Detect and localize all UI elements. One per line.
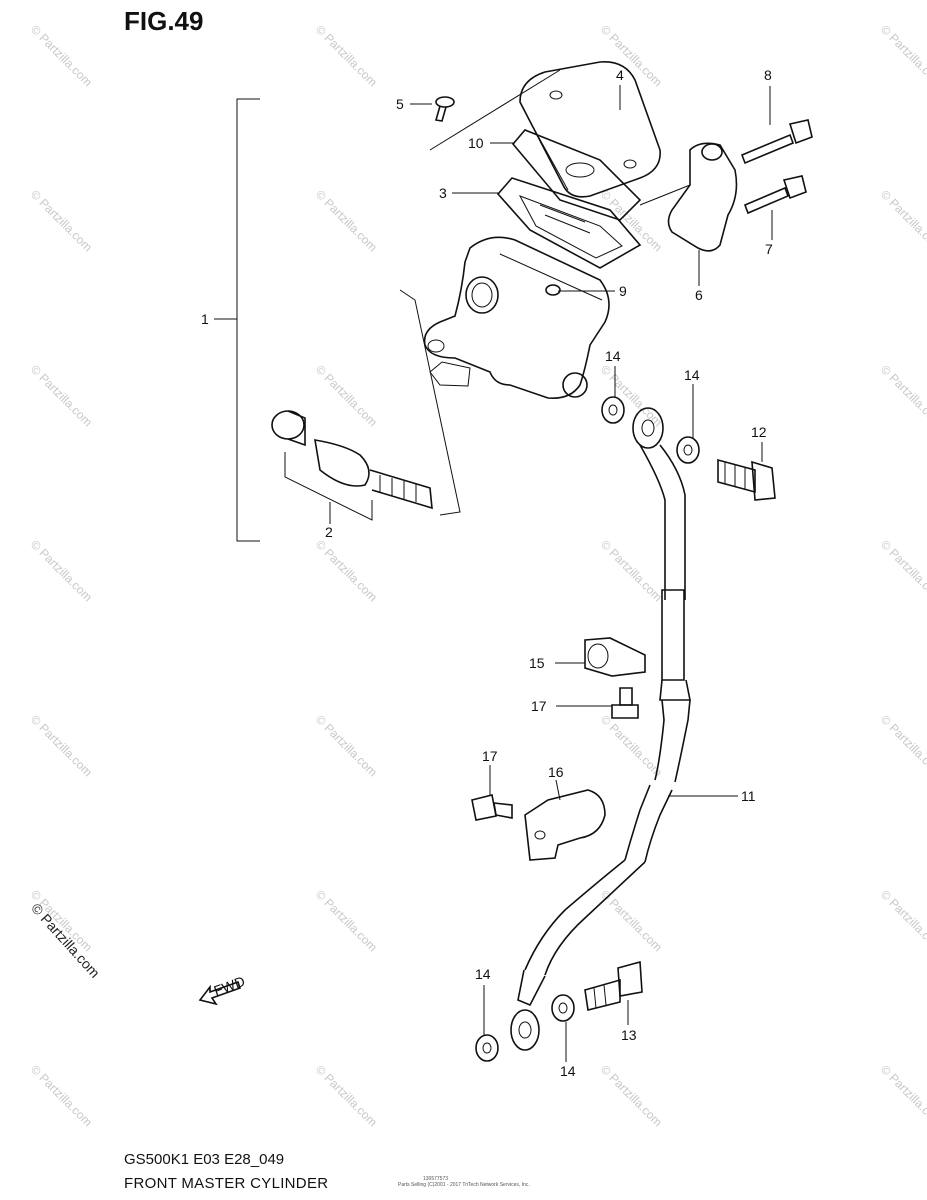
callout-7: 7 xyxy=(765,241,773,257)
callout-17-right: 17 xyxy=(531,698,547,714)
watermark-text-2-2: © Partzilla.com xyxy=(598,362,665,429)
callout-12: 12 xyxy=(751,424,767,440)
clamp-bolt-17-left xyxy=(471,794,513,821)
callout-3: 3 xyxy=(439,185,447,201)
watermark-text-1-1: © Partzilla.com xyxy=(313,187,380,254)
assembly-outline xyxy=(399,69,561,516)
watermark-text-2-0: © Partzilla.com xyxy=(598,22,665,89)
piston-kit xyxy=(271,410,433,521)
watermark-text-3-2: © Partzilla.com xyxy=(878,362,927,429)
watermark-text-0-3: © Partzilla.com xyxy=(28,537,95,604)
assembly-name: FRONT MASTER CYLINDER xyxy=(124,1175,329,1192)
callout-2: 2 xyxy=(325,524,333,540)
washer-lower-right xyxy=(551,994,575,1022)
washer-upper-left xyxy=(601,396,625,424)
watermark-text-0-2: © Partzilla.com xyxy=(28,362,95,429)
callout-9: 9 xyxy=(619,283,627,299)
clamp-bolt-upper xyxy=(740,119,813,165)
watermark-text-1-3: © Partzilla.com xyxy=(313,537,380,604)
callout-17-left: 17 xyxy=(482,748,498,764)
watermark-text-3-4: © Partzilla.com xyxy=(878,712,927,779)
watermark-layer: © Partzilla.com © Partzilla.com © Partzill… xyxy=(28,22,927,1129)
callout-10: 10 xyxy=(468,135,484,151)
watermark-text-2-6: © Partzilla.com xyxy=(598,1062,665,1129)
watermark-text-1-4: © Partzilla.com xyxy=(313,712,380,779)
figure-title: FIG.49 xyxy=(124,6,204,36)
brake-hose xyxy=(510,444,691,1051)
diaphragm-plate xyxy=(511,129,642,221)
watermark-text-1-2: © Partzilla.com xyxy=(313,362,380,429)
watermark-text-3-6: © Partzilla.com xyxy=(878,1062,927,1129)
cap-screw xyxy=(434,96,455,122)
watermark-text-2-1: © Partzilla.com xyxy=(598,187,665,254)
callout-14-upper-left: 14 xyxy=(605,348,621,364)
watermark-text-0-0: © Partzilla.com xyxy=(28,22,95,89)
callout-14-upper-right: 14 xyxy=(684,367,700,383)
copyright-line: Parts Selling (C)2001 - 2017 TriTech Net… xyxy=(398,1182,530,1188)
bleed-fitting xyxy=(545,284,561,296)
hose-clamp-upper xyxy=(584,637,646,677)
watermark-text-3-5: © Partzilla.com xyxy=(878,887,927,954)
callout-16: 16 xyxy=(548,764,564,780)
hose-clamp-lower xyxy=(524,789,606,861)
watermark-text-3-1: © Partzilla.com xyxy=(878,187,927,254)
callout-4: 4 xyxy=(616,67,624,83)
handlebar-clamp xyxy=(639,142,738,252)
watermark-text-0-4: © Partzilla.com xyxy=(28,712,95,779)
callout-1: 1 xyxy=(201,311,209,327)
banjo-fitting-upper xyxy=(632,407,664,449)
watermark-text-0-6: © Partzilla.com xyxy=(28,1062,95,1129)
callout-15: 15 xyxy=(529,655,545,671)
model-code: GS500K1 E03 E28_049 xyxy=(124,1151,285,1168)
callout-11: 11 xyxy=(741,788,756,804)
callout-8: 8 xyxy=(764,67,772,83)
watermark-text-2-3: © Partzilla.com xyxy=(598,537,665,604)
leader-lines xyxy=(329,85,773,1062)
watermark-text-2-4: © Partzilla.com xyxy=(598,712,665,779)
watermark-text-3-3: © Partzilla.com xyxy=(878,537,927,604)
reservoir-cap xyxy=(519,61,661,198)
union-bolt-lower xyxy=(584,960,643,1011)
washer-upper-right xyxy=(676,436,700,464)
master-cylinder-body xyxy=(423,236,610,400)
callout-labels: 1 2 3 4 5 6 7 8 9 10 11 12 13 14 14 14 1… xyxy=(201,67,773,1079)
assembly-1-bracket xyxy=(214,98,260,542)
clamp-bolt-lower xyxy=(743,175,807,215)
watermark-text-0-1: © Partzilla.com xyxy=(28,187,95,254)
copyright-id: 130577573 xyxy=(423,1176,449,1182)
callout-6: 6 xyxy=(695,287,703,303)
watermark-text-1-0: © Partzilla.com xyxy=(313,22,380,89)
callout-14-lower-right: 14 xyxy=(560,1063,576,1079)
fwd-label: FWD xyxy=(212,973,247,999)
watermark-text-1-5: © Partzilla.com xyxy=(313,887,380,954)
union-bolt-upper xyxy=(717,458,776,501)
callout-14-lower-left: 14 xyxy=(475,966,491,982)
callout-5: 5 xyxy=(396,96,404,112)
watermark-text-1-6: © Partzilla.com xyxy=(313,1062,380,1129)
diaphragm xyxy=(496,177,642,269)
forward-arrow-icon: FWD xyxy=(198,973,247,1006)
washer-lower-left xyxy=(475,1034,499,1062)
watermark-text-3-0: © Partzilla.com xyxy=(878,22,927,89)
callout-13: 13 xyxy=(621,1027,637,1043)
clamp-bolt-17-right xyxy=(611,687,639,719)
